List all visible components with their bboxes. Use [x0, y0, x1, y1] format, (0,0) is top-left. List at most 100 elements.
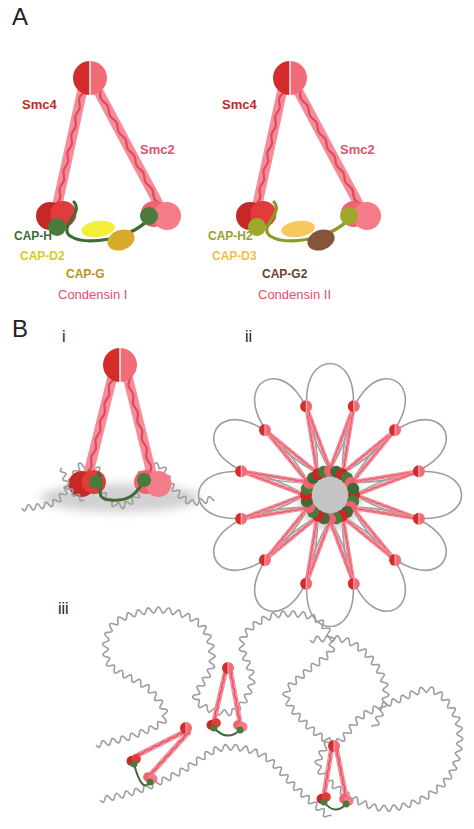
smc2-hinge — [354, 400, 360, 412]
dna-strand — [22, 463, 214, 511]
hinge-divider — [418, 465, 419, 477]
subunit-name: Smc4 — [222, 98, 257, 112]
subunit-name: Smc4 — [22, 98, 57, 112]
smc2-hinge — [90, 61, 107, 95]
subpanel-number: iii — [58, 600, 69, 618]
smc2-hinge — [241, 465, 247, 477]
panel-letter: B — [12, 316, 28, 342]
smc2-hinge — [228, 662, 234, 674]
coil-twist — [212, 673, 227, 721]
hinge-divider — [334, 740, 335, 752]
kleisin-domain — [343, 801, 350, 808]
coil-twist — [253, 91, 286, 206]
kleisin-domain — [140, 207, 158, 225]
kleisin-domain — [321, 799, 328, 806]
smc4-hinge — [413, 465, 419, 477]
dna-strand — [100, 744, 332, 816]
smc4-hinge — [328, 740, 334, 752]
smc2-hinge — [419, 465, 425, 477]
smc2-hinge — [395, 424, 401, 436]
hinge-divider — [228, 662, 229, 674]
coil-twist — [128, 376, 151, 476]
kleisin-domain — [89, 475, 103, 489]
smc4-hinge — [348, 400, 354, 412]
smc2-hinge — [334, 740, 340, 752]
condensin-complex — [36, 61, 181, 254]
smc4-hinge — [180, 722, 186, 734]
hinge-divider — [186, 722, 187, 734]
kleisin-domain — [137, 473, 151, 487]
smc4-hinge — [259, 424, 265, 436]
subunit-name: Smc2 — [140, 143, 175, 157]
kleisin-domain — [340, 207, 358, 225]
condensin-complex — [236, 61, 381, 254]
complex-name: Condensin I — [58, 288, 127, 302]
hinge-divider — [89, 61, 90, 95]
smc2-hinge — [186, 722, 192, 734]
shadow — [300, 469, 360, 529]
dna-binding-panel — [22, 348, 214, 512]
smc4-hinge — [235, 513, 241, 525]
smc4-hinge — [222, 662, 228, 674]
coil-twist — [84, 378, 116, 474]
subunit-name: CAP-H — [14, 230, 52, 243]
smc4-head — [82, 470, 106, 494]
heat-subunit-g — [104, 226, 137, 254]
smc4-hinge — [389, 424, 395, 436]
complex-name: Condensin II — [258, 288, 331, 302]
smc4-hinge — [103, 348, 120, 382]
heat-subunit-g — [304, 226, 337, 254]
smc4-hinge — [348, 578, 354, 590]
coil-twist — [337, 750, 348, 797]
ring-subunit — [347, 483, 359, 495]
coiled-coil-arm — [128, 377, 152, 475]
subpanel-number: ii — [245, 328, 252, 346]
hinge-divider — [353, 578, 354, 590]
smc4-hinge — [300, 400, 306, 412]
smc4-hinge — [259, 554, 265, 566]
kleisin-subunit — [214, 728, 240, 736]
smc2-hinge — [306, 578, 312, 590]
smc4-hinge — [413, 513, 419, 525]
smc4-hinge — [273, 61, 290, 95]
panel-letter: A — [12, 4, 28, 30]
smc2-hinge — [354, 578, 360, 590]
hinge-divider — [289, 61, 290, 95]
subunit-name: CAP-D2 — [20, 250, 65, 263]
hinge-divider — [306, 400, 307, 412]
hinge-divider — [395, 554, 396, 566]
hinge-divider — [395, 424, 396, 436]
hinge-divider — [418, 513, 419, 525]
smc2-hinge — [306, 400, 312, 412]
smc2-hinge — [290, 61, 307, 95]
smc2-hinge — [241, 513, 247, 525]
smc4-hinge — [73, 61, 90, 95]
subunit-name: CAP-G — [66, 268, 105, 281]
kleisin-domain — [131, 761, 138, 768]
hinge-divider — [119, 348, 120, 382]
coil-twist — [241, 494, 304, 519]
coil-twist — [53, 91, 86, 206]
kleisin-domain — [237, 727, 244, 734]
coil-twist — [329, 522, 354, 585]
smc2-hinge — [120, 348, 137, 382]
hinge-divider — [264, 424, 265, 436]
kleisin-subunit — [67, 202, 148, 241]
smc2-hinge — [419, 513, 425, 525]
dna-strand — [60, 468, 84, 501]
smc2-hinge — [265, 424, 271, 436]
coil-twist — [324, 751, 333, 796]
coil-twist — [357, 472, 420, 497]
subunit-name: CAP-H2 — [208, 230, 253, 243]
coil-twist — [231, 672, 240, 723]
coiled-coil-arm — [231, 672, 240, 723]
smc2-hinge — [395, 554, 401, 566]
subunit-name: CAP-G2 — [262, 268, 307, 281]
hinge-divider — [264, 554, 265, 566]
coil-twist — [307, 406, 332, 469]
hinge-divider — [241, 513, 242, 525]
dna-strand — [310, 636, 389, 727]
